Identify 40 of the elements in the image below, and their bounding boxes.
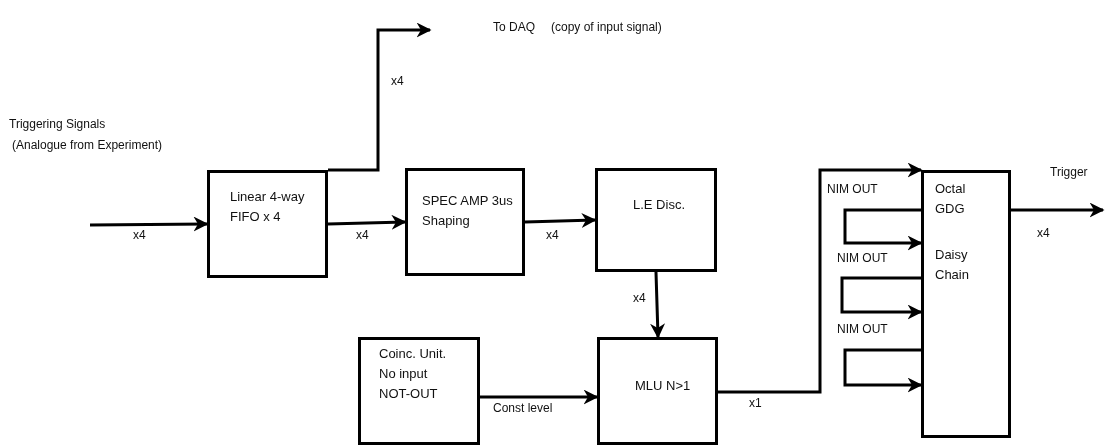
arrow: [650, 271, 666, 339]
edge-label: x4: [355, 228, 370, 242]
edge-label: NIM OUT: [836, 322, 889, 336]
process-box: [207, 170, 328, 278]
arrow: [327, 214, 407, 230]
annotation-text: Trigger: [1049, 165, 1089, 179]
edge-label: x4: [1036, 226, 1051, 240]
edge-label: NIM OUT: [836, 251, 889, 265]
arrow: [328, 22, 432, 172]
process-box: [405, 168, 525, 276]
process-box: [597, 337, 718, 445]
annotation-text: Triggering Signals: [8, 117, 107, 131]
box-text: SPEC AMP 3us Shaping: [422, 192, 514, 230]
process-box: [921, 170, 1011, 438]
arrow: [90, 216, 209, 232]
arrow: [843, 208, 923, 251]
box-text: MLU N>1: [635, 377, 692, 395]
arrow: [1011, 202, 1105, 218]
edge-label: NIM OUT: [826, 182, 879, 196]
process-box: [595, 168, 717, 272]
edge-label: x4: [132, 228, 147, 242]
box-text: Coinc. Unit. No input NOT-OUT: [379, 345, 448, 403]
box-text: L.E Disc.: [633, 196, 686, 214]
box-text: Daisy Chain: [935, 246, 970, 284]
edge-label: x4: [632, 291, 647, 305]
edge-label: x4: [390, 74, 405, 88]
annotation-text: To DAQ: [492, 20, 536, 34]
edge-label: Const level: [492, 401, 554, 415]
arrow: [524, 212, 597, 228]
arrow: [480, 389, 599, 405]
box-text: Linear 4-way FIFO x 4: [230, 188, 306, 226]
process-box: [358, 337, 480, 445]
arrow: [840, 276, 923, 320]
box-text: Octal GDG: [935, 180, 967, 218]
edge-label: x4: [545, 228, 560, 242]
arrow: [843, 348, 923, 393]
annotation-text: (Analogue from Experiment): [11, 138, 164, 152]
annotation-text: (copy of input signal): [550, 20, 663, 34]
arrow: [718, 162, 923, 394]
edge-label: x1: [748, 396, 763, 410]
